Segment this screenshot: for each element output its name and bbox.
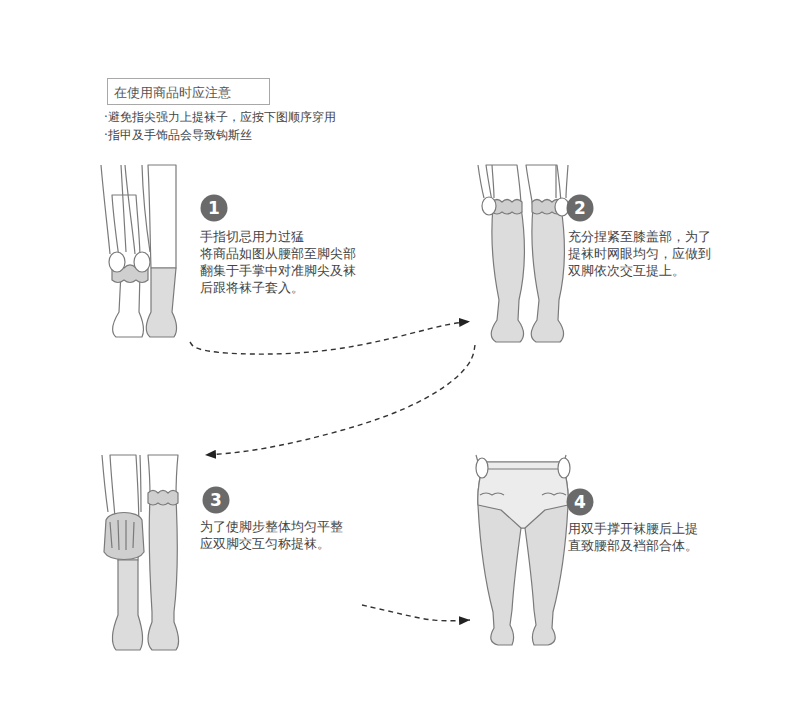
tights-illustration <box>480 469 566 495</box>
callout-number: 3 <box>202 486 230 514</box>
step-panel: 2 充分捏紧至膝盖部，为了 提袜时网眼均匀，应做到 双脚依次交互提上。 <box>470 165 735 345</box>
stocking-illustration <box>148 491 178 506</box>
header-text: 在使用商品时应注意 <box>114 85 231 100</box>
step-number-circle: 2 <box>566 194 594 222</box>
arm-illustration <box>102 455 141 512</box>
tights-illustration <box>478 462 568 645</box>
hand-illustration <box>476 458 488 478</box>
step-panel: 1 手指切忌用力过猛 将商品如图从腰部至脚尖部 翻集于手掌中对准脚尖及袜 后跟将袜… <box>100 165 362 342</box>
flow-arrow <box>205 345 475 455</box>
callout-number: 2 <box>566 194 594 222</box>
tights-illustration <box>478 462 568 528</box>
step-instruction: 充分捏紧至膝盖部，为了 提袜时网眼均匀，应做到 双脚依次交互提上。 <box>568 228 728 279</box>
leg-illustration <box>148 165 176 268</box>
step-number-circle: 3 <box>202 486 230 514</box>
callout-number: 1 <box>200 194 228 222</box>
step-number-circle: 4 <box>566 488 594 516</box>
step-number-circle: 1 <box>200 194 228 222</box>
stocking-illustration <box>531 207 564 342</box>
hand-illustration <box>482 197 496 215</box>
arm-illustration <box>478 165 568 198</box>
hand-illustration <box>558 458 570 478</box>
arm-illustration <box>476 455 566 462</box>
hand-illustration <box>134 252 150 272</box>
stocking-illustration <box>112 560 142 650</box>
stocking-illustration <box>104 513 144 560</box>
step-panel: 3 为了使脚步整体均匀平整 应双脚交互匀称提袜。 <box>100 455 362 655</box>
stocking-illustration <box>491 207 524 342</box>
step-instruction: 为了使脚步整体均匀平整 应双脚交互匀称提袜。 <box>200 518 356 552</box>
step-instruction: 用双手撑开袜腰后上提 直致腰部及裆部合体。 <box>568 520 728 554</box>
callout-number: 4 <box>566 488 594 516</box>
step-instruction: 手指切忌用力过猛 将商品如图从腰部至脚尖部 翻集于手掌中对准脚尖及袜 后跟将袜子… <box>200 228 356 296</box>
flow-arrow <box>190 322 470 355</box>
flow-arrow <box>362 605 470 621</box>
hand-illustration <box>109 252 125 272</box>
note-header-box: 在使用商品时应注意 <box>107 78 270 105</box>
notes-block: ·避免指尖强力上提袜子，应按下图顺序穿用·指甲及手饰品会导致钩斯丝 <box>104 108 336 144</box>
step-panel: 4 用双手撑开袜腰后上提 直致腰部及裆部合体。 <box>470 455 735 645</box>
arm-illustration <box>101 165 150 254</box>
stocking-illustration <box>146 268 176 337</box>
stocking-illustration <box>148 498 179 650</box>
note-text: ·避免指尖强力上提袜子，应按下图顺序穿用 <box>104 108 336 126</box>
hand-illustration <box>110 520 134 550</box>
note-text: ·指甲及手饰品会导致钩斯丝 <box>104 126 336 144</box>
